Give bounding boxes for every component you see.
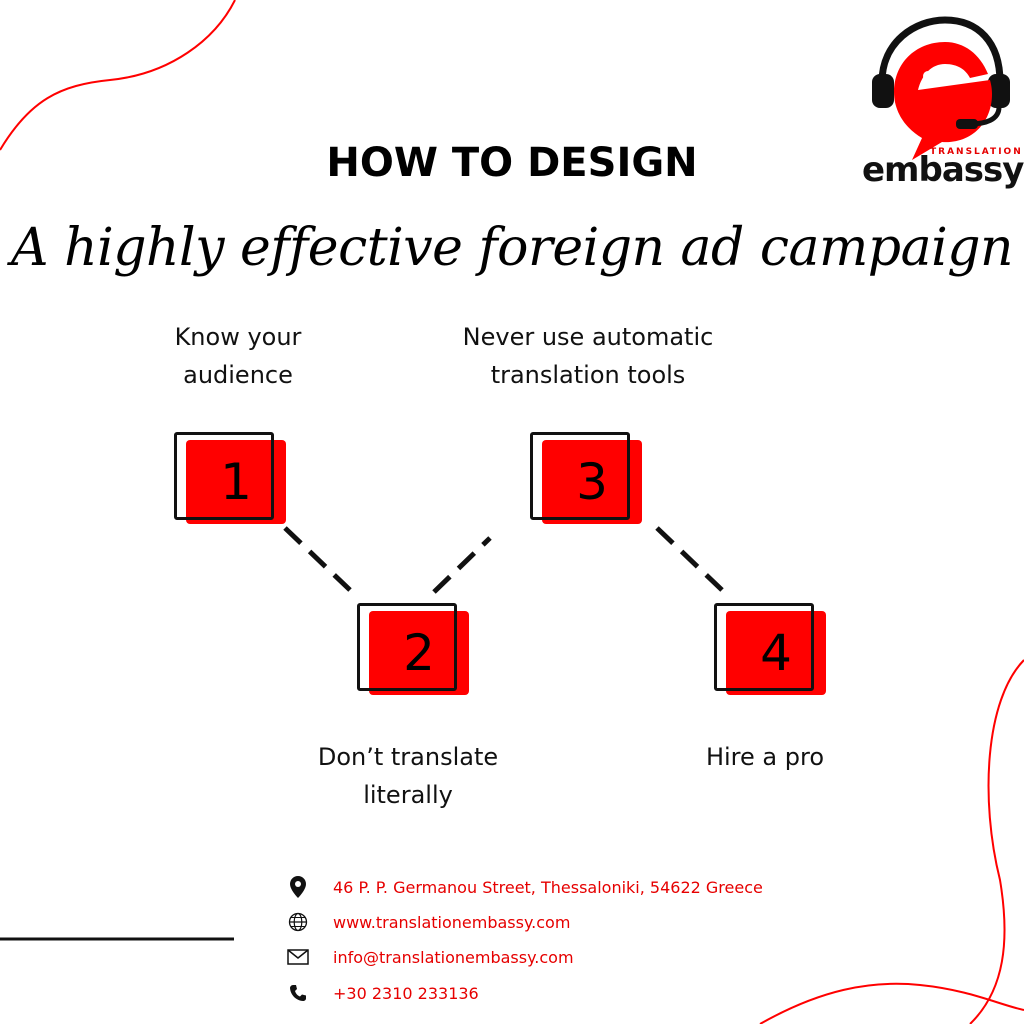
connector-2-3	[432, 536, 492, 594]
bottom-right-curve-outer	[969, 659, 1024, 1024]
step-2-fill	[369, 611, 469, 695]
contact-email-link[interactable]: info@translationembassy.com	[333, 947, 574, 967]
step-4-frame	[714, 603, 814, 691]
step-1-box: 1	[174, 432, 286, 524]
contact-website-link[interactable]: www.translationembassy.com	[333, 912, 571, 932]
step-4-label: Hire a pro	[705, 743, 825, 771]
step-4-box: 4	[714, 603, 826, 695]
step-2-number: 2	[403, 624, 435, 682]
step-1-number: 1	[220, 453, 252, 511]
envelope-icon	[280, 945, 316, 969]
logo-word: embassy	[862, 150, 1024, 190]
step-3-label: Never use automatic translation tools	[462, 323, 714, 389]
contact-address: 46 P. P. Germanou Street, Thessaloniki, …	[333, 877, 763, 897]
bottom-right-curve-inner	[759, 982, 1024, 1024]
logo-small-word: TRANSLATION	[930, 147, 1023, 157]
page-title: HOW TO DESIGN	[326, 140, 698, 186]
headset-speech-bubble-icon	[872, 16, 1010, 160]
step-1-frame	[174, 432, 274, 520]
step-4-fill	[726, 611, 826, 695]
step-1-fill	[186, 440, 286, 524]
step-2-frame	[357, 603, 457, 691]
location-pin-icon	[280, 875, 316, 899]
step-4-number: 4	[760, 624, 792, 682]
step-2-label: Don’t translate literally	[317, 743, 499, 809]
top-left-curve	[0, 0, 236, 151]
phone-icon	[280, 981, 316, 1005]
contact-email-row: info@translationembassy.com	[280, 942, 574, 972]
step-3-fill	[542, 440, 642, 524]
step-3-frame	[530, 432, 630, 520]
globe-icon	[280, 910, 316, 934]
contact-address-row: 46 P. P. Germanou Street, Thessaloniki, …	[280, 872, 763, 902]
connector-1-2	[283, 526, 352, 592]
contact-phone-row: +30 2310 233136	[280, 978, 479, 1008]
step-3-number: 3	[576, 453, 608, 511]
contact-phone[interactable]: +30 2310 233136	[333, 983, 479, 1003]
step-1-label: Know your audience	[174, 323, 302, 389]
connector-3-4	[655, 526, 724, 592]
step-3-box: 3	[530, 432, 642, 524]
step-2-box: 2	[357, 603, 469, 695]
contact-website-row: www.translationembassy.com	[280, 907, 570, 937]
page-subtitle: A highly effective foreign ad campaign	[11, 218, 1013, 278]
